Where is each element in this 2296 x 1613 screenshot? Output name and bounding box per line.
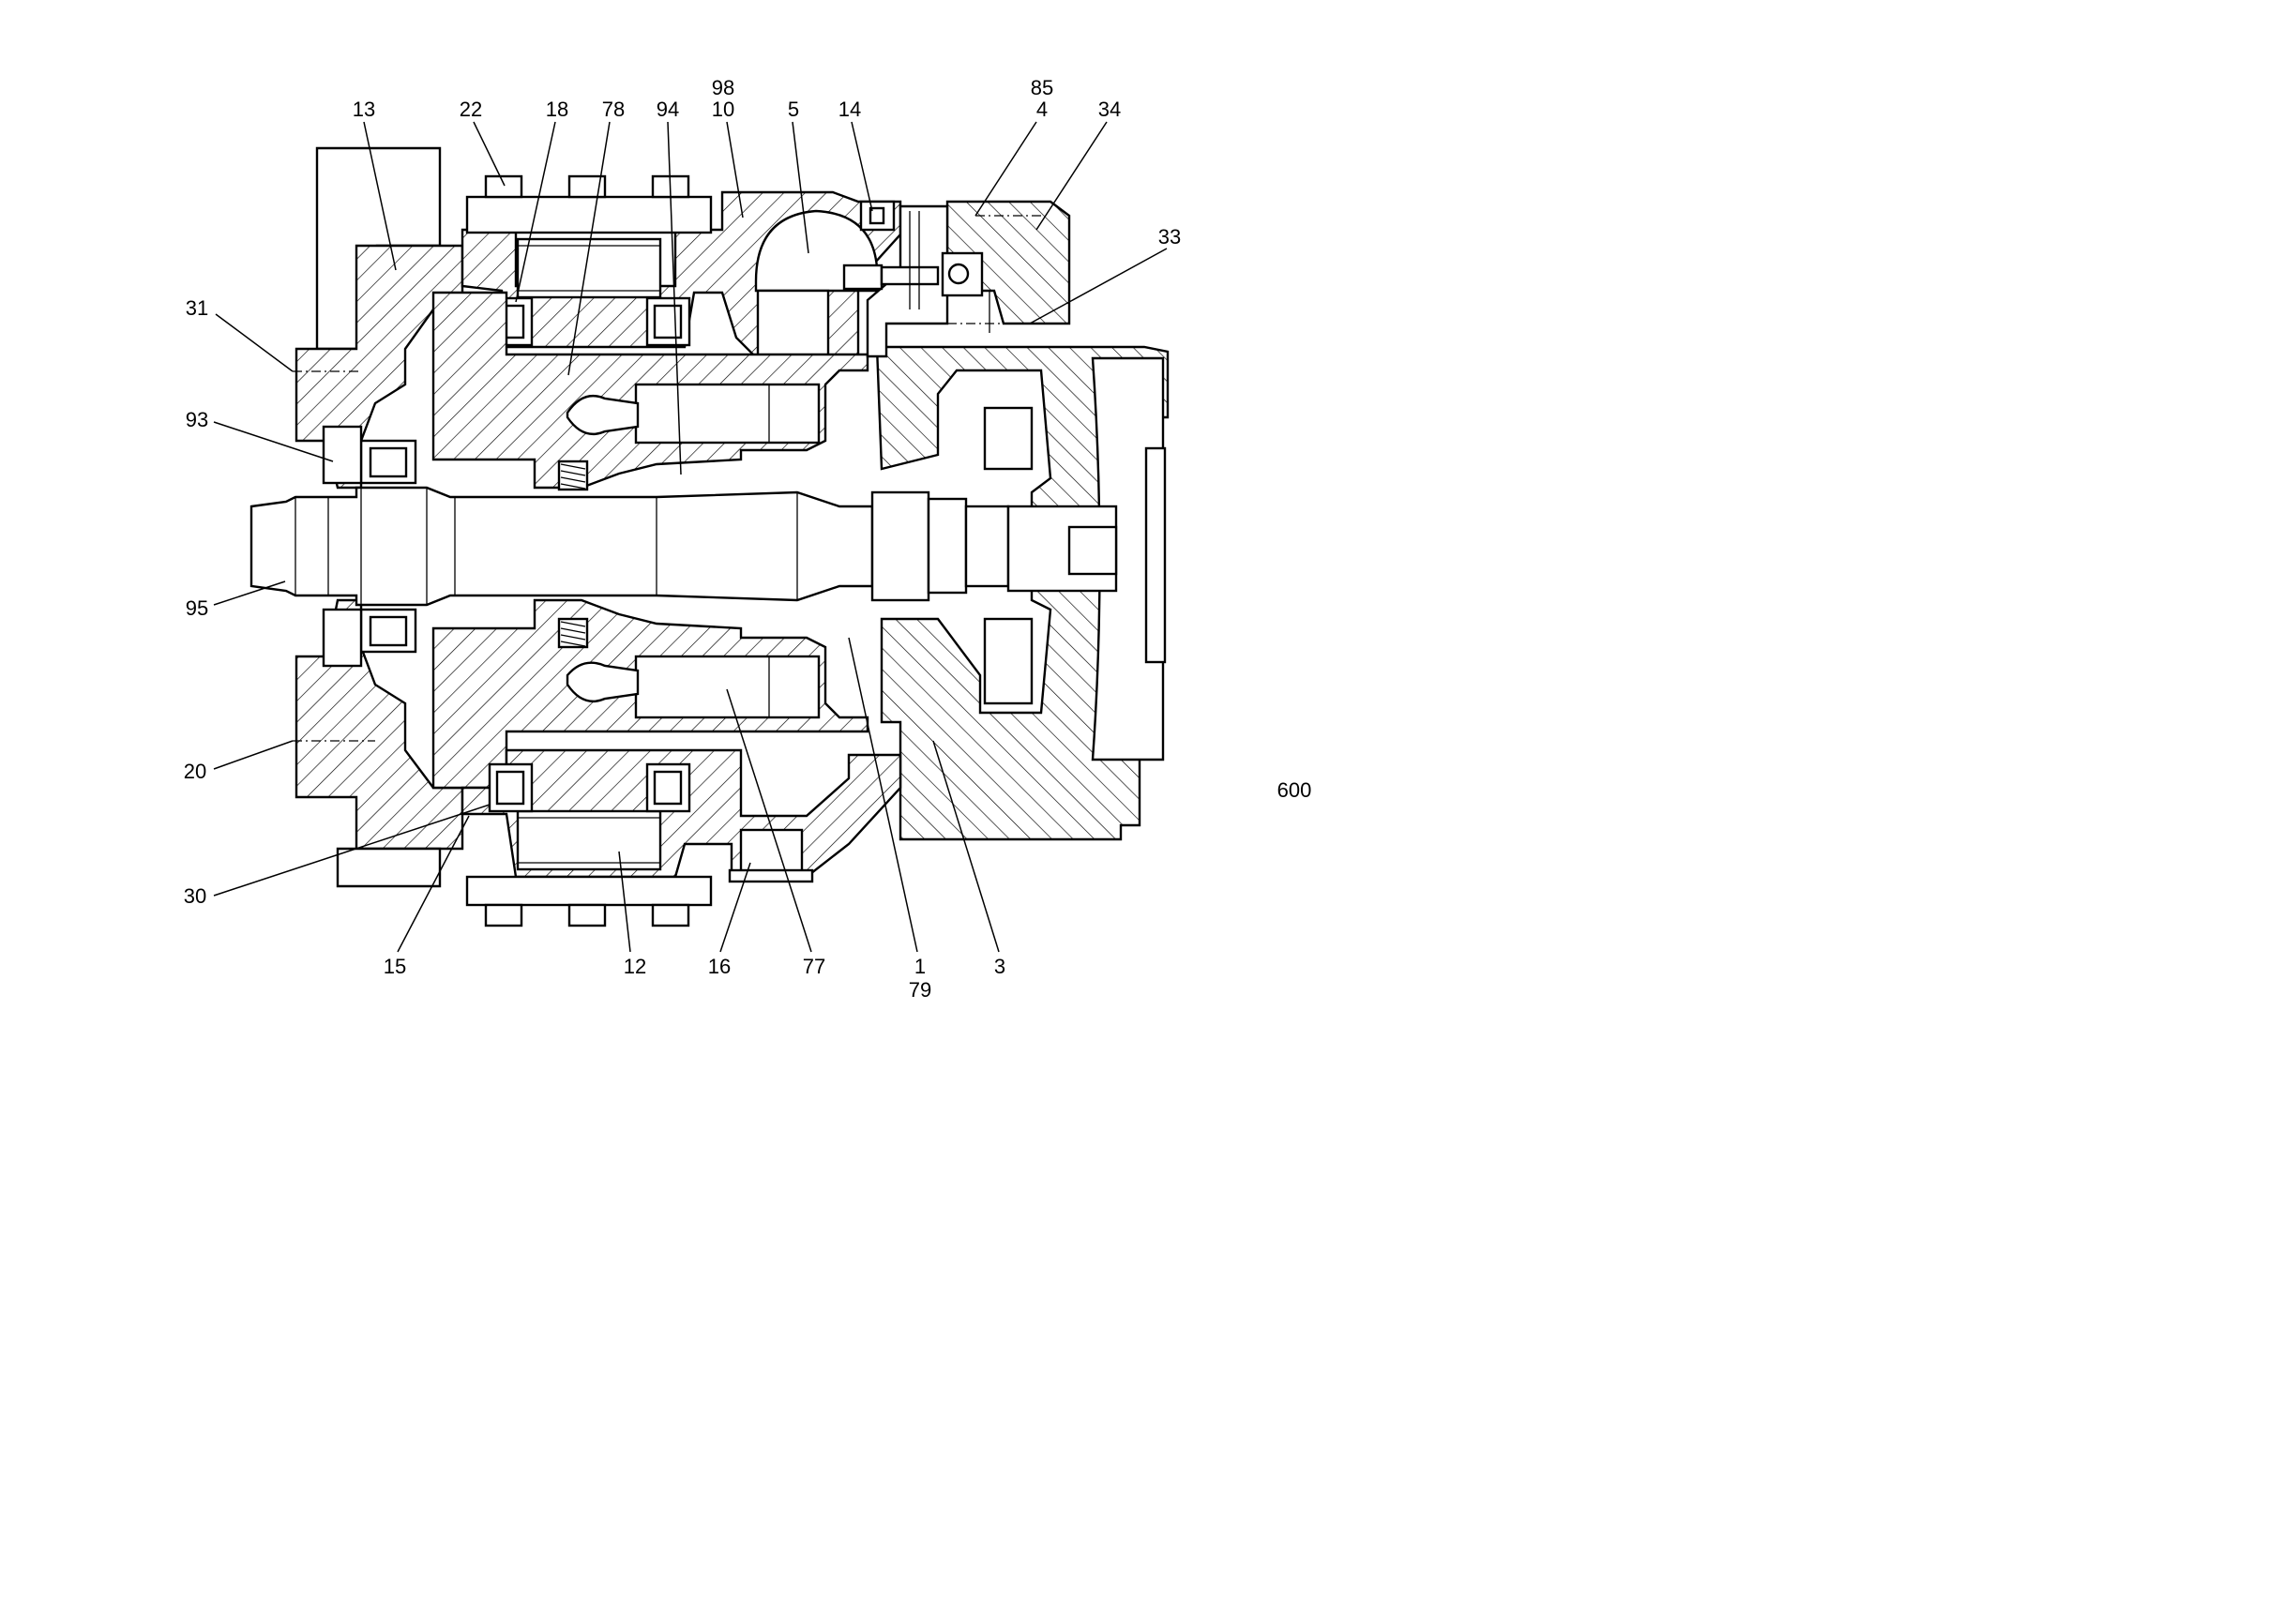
reference-labels: 13 22 18 78 94 98 10 5 14 85 4 34 33 31 … bbox=[184, 76, 1312, 1002]
ref-85: 85 bbox=[1031, 76, 1053, 99]
front-bearing-lower bbox=[322, 608, 417, 668]
front-bearing-upper bbox=[322, 425, 417, 485]
leader-lines bbox=[213, 121, 1168, 953]
upper-piston bbox=[566, 383, 821, 445]
ref-13: 13 bbox=[353, 98, 375, 121]
ref-31: 31 bbox=[186, 296, 208, 320]
ref-34: 34 bbox=[1098, 98, 1121, 121]
ref-5: 5 bbox=[788, 98, 799, 121]
ref-18: 18 bbox=[546, 98, 568, 121]
ref-95: 95 bbox=[186, 596, 208, 620]
ref-14: 14 bbox=[838, 98, 861, 121]
ref-22: 22 bbox=[460, 98, 482, 121]
ref-10: 10 bbox=[712, 98, 734, 121]
ref-12: 12 bbox=[624, 955, 646, 978]
rear-bearing bbox=[870, 490, 1118, 602]
upper-spring bbox=[557, 460, 589, 491]
ref-4: 4 bbox=[1036, 98, 1048, 121]
main-shaft bbox=[249, 486, 874, 607]
main-housing-lower bbox=[461, 748, 902, 883]
lower-spring bbox=[557, 617, 589, 649]
ref-93: 93 bbox=[186, 408, 208, 431]
ref-20: 20 bbox=[184, 760, 206, 783]
ref-78: 78 bbox=[602, 98, 625, 121]
ref-16: 16 bbox=[708, 955, 731, 978]
ref-15: 15 bbox=[384, 955, 406, 978]
lower-piston bbox=[566, 655, 821, 719]
cross-section-drawing: 13 22 18 78 94 98 10 5 14 85 4 34 33 31 … bbox=[184, 76, 1312, 1002]
figure-number: 600 bbox=[1277, 778, 1312, 802]
ref-30: 30 bbox=[184, 884, 206, 908]
ref-98: 98 bbox=[712, 76, 734, 99]
ref-79: 79 bbox=[909, 978, 931, 1002]
ref-1: 1 bbox=[914, 955, 926, 978]
control-valve-block bbox=[842, 200, 1071, 358]
bottom-bolt-plate bbox=[465, 875, 713, 927]
ref-3: 3 bbox=[994, 955, 1005, 978]
ref-33: 33 bbox=[1158, 225, 1181, 249]
ref-77: 77 bbox=[803, 955, 825, 978]
rear-housing bbox=[875, 345, 1170, 841]
ref-94: 94 bbox=[657, 98, 679, 121]
